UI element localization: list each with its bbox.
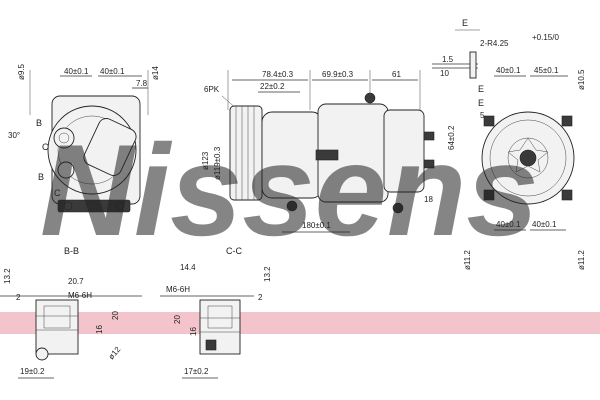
section-b-b: B-B 13.2 2 20.7 M6-6H 16 20 ø12 19±0.2 [0, 246, 142, 379]
dim-right-dia-top: ø10.5 [577, 69, 586, 90]
watermark-logo: Nissens [40, 117, 539, 263]
dim-dia-123: ø123 [201, 151, 210, 170]
dim-e-1-5: 1.5 [442, 55, 454, 64]
label-b-upper: B [36, 118, 42, 128]
dim-e-10: 10 [440, 69, 449, 78]
dim-cc-2: 2 [258, 293, 263, 302]
dim-18: 18 [424, 195, 433, 204]
dim-69-9: 69.9±0.3 [322, 70, 354, 79]
dim-22: 22±0.2 [260, 82, 285, 91]
right-label-e-lower: E [478, 98, 484, 108]
dim-cc-20: 20 [173, 315, 182, 324]
right-view: E E 40±0.1 45±0.1 ø10.5 5 40±0.1 40±0.1 … [463, 66, 586, 270]
dim-right-top-40: 40±0.1 [496, 66, 521, 75]
dim-180: 180±0.1 [302, 221, 331, 230]
dim-right-bottom-40a: 40±0.1 [496, 220, 521, 229]
dim-right-dia-left: ø11.2 [463, 250, 472, 270]
dim-bb-20-7: 20.7 [68, 277, 84, 286]
dim-right-bottom-40b: 40±0.1 [532, 220, 557, 229]
dim-left-dia-9-5: ø9.5 [17, 63, 26, 80]
dim-e-radius-tol: +0.15/0 [532, 33, 559, 42]
side-view: 78.4±0.3 69.9±0.3 61 22±0.2 6PK ø123 ø11… [201, 70, 456, 233]
dim-cc-m6: M6-6H [166, 285, 190, 294]
label-b-lower: B [38, 172, 44, 182]
dim-left-40b: 40±0.1 [100, 67, 125, 76]
dim-bb-2: 2 [16, 293, 21, 302]
dim-bb-19: 19±0.2 [20, 367, 45, 376]
dim-bb-13-2: 13.2 [3, 268, 12, 284]
dim-64: 64±0.2 [447, 125, 456, 150]
dim-cc-16: 16 [189, 327, 198, 336]
dim-e-radius: 2-R4.25 [480, 39, 509, 48]
dim-left-7-8: 7.8 [136, 79, 148, 88]
dim-61: 61 [392, 70, 401, 79]
background-stripe [0, 312, 600, 334]
section-bb-title: B-B [64, 246, 79, 256]
dim-bb-m6: M6-6H [68, 291, 92, 300]
left-view: 40±0.1 40±0.1 7.8 ø9.5 ø14 30° B C B C [8, 63, 160, 213]
section-cc-title: C-C [226, 246, 242, 256]
dim-6pk: 6PK [204, 85, 220, 94]
label-c-lower: C [54, 188, 61, 198]
dim-bb-16: 16 [95, 325, 104, 334]
label-c-upper: C [42, 142, 49, 152]
section-c-c: C-C 14.4 13.2 2 M6-6H 20 16 17±0.2 [160, 246, 272, 379]
dim-left-dia-14: ø14 [151, 66, 160, 80]
dim-right-top-45: 45±0.1 [534, 66, 559, 75]
dim-right-5: 5 [480, 111, 485, 120]
dim-left-40a: 40±0.1 [64, 67, 89, 76]
dim-bb-dia-12: ø12 [107, 345, 123, 362]
detail-e: E 2-R4.25 +0.15/0 1.5 10 [432, 18, 559, 79]
dim-right-dia-right: ø11.2 [577, 250, 586, 270]
dim-bb-20: 20 [111, 311, 120, 320]
dim-cc-14-4: 14.4 [180, 263, 196, 272]
dim-left-angle: 30° [8, 131, 20, 140]
dim-cc-17: 17±0.2 [184, 367, 209, 376]
dim-dia-119: ø119±0.3 [213, 146, 222, 180]
dim-78-4: 78.4±0.3 [262, 70, 294, 79]
detail-e-title: E [462, 18, 468, 28]
dim-cc-13-2: 13.2 [263, 266, 272, 282]
right-label-e: E [478, 84, 484, 94]
